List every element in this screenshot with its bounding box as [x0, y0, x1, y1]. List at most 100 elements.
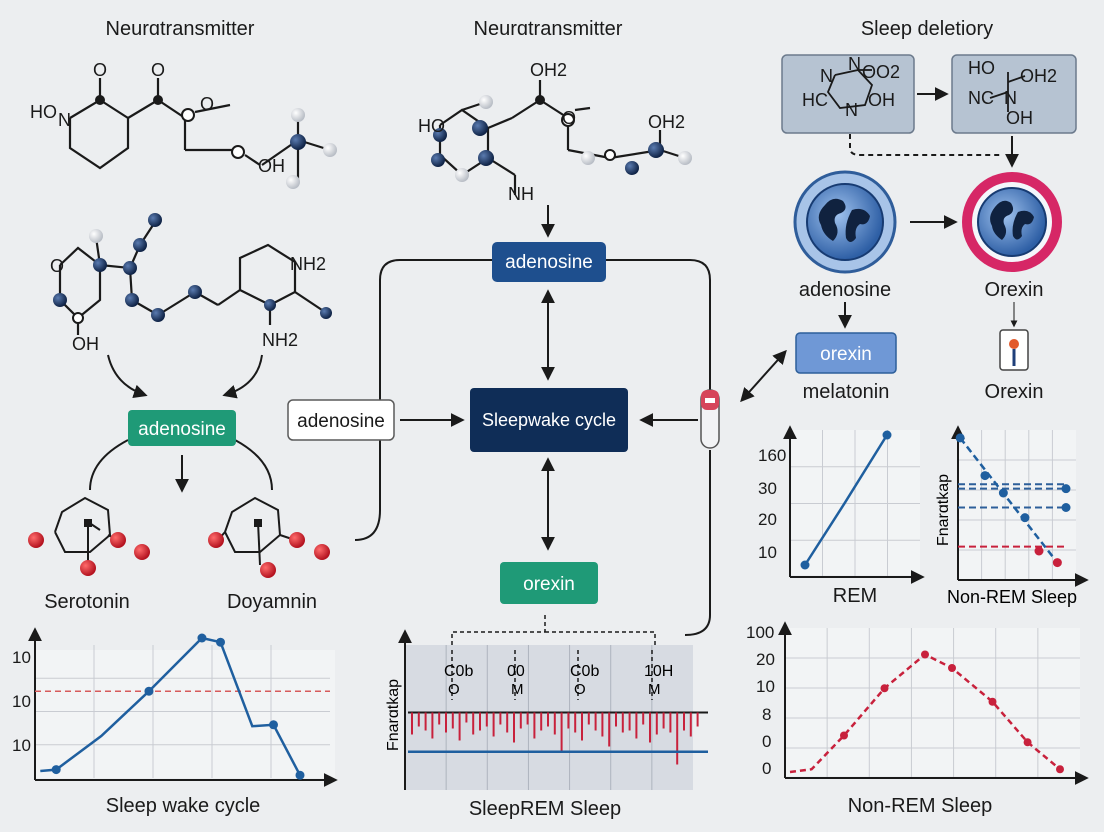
chart-data-point	[1061, 503, 1071, 512]
left-molecule-1-atoms: O O HO N O OH	[30, 60, 337, 189]
atom-label: OH2	[530, 60, 567, 80]
chart-data-point	[1023, 738, 1032, 747]
mid-adenosine-left-label: adenosine	[297, 411, 385, 432]
right-adenosine-label: adenosine	[799, 279, 891, 301]
header-middle: Neurɑtransmitter	[474, 18, 623, 40]
y-tick-label: 0	[762, 759, 771, 778]
chart-data-point	[988, 697, 997, 706]
atom-label: NC	[968, 88, 994, 108]
chart-y-label: Fnarɑtkap	[935, 474, 952, 546]
atom-label: HC	[802, 90, 828, 110]
column-sublabel: M	[648, 681, 661, 698]
chart-data-point	[197, 633, 207, 643]
atom-label: OH	[258, 156, 285, 176]
globe-icon	[962, 172, 1062, 272]
chart-non-rem-scatter: Fnarɑtkap Non-REM Sleep	[935, 425, 1089, 607]
chart-data-point	[216, 637, 225, 647]
middle-molecule-atoms: OH2 HO O OH2 NH	[418, 60, 692, 204]
chart-data-point	[269, 720, 278, 730]
serotonin-molecule	[28, 496, 150, 576]
mid-adenosine-top-node[interactable]: adenosine	[492, 242, 606, 282]
column-sublabel: O	[574, 681, 586, 698]
doyamnin-molecule	[208, 496, 330, 578]
chart-data-point	[800, 560, 810, 570]
column-sublabel: O	[448, 681, 460, 698]
chart-data-point	[980, 471, 990, 481]
mid-orexin-label: orexin	[523, 574, 575, 595]
atom-label: O	[200, 94, 214, 114]
y-tick-label: 20	[758, 510, 777, 529]
right-box-2[interactable]: HO OH2 NC N OH	[951, 54, 1077, 134]
mid-adenosine-top-label: adenosine	[505, 252, 593, 273]
chart-data-point	[295, 770, 305, 780]
sleepwake-label: Sleepwake cycle	[482, 410, 616, 430]
chart-data-point	[144, 686, 154, 696]
y-tick-label: 8	[762, 705, 771, 724]
atom-label: OH	[868, 90, 895, 110]
chart-sleep-wake: 10 10 10 Sleep wake cycle	[12, 627, 338, 817]
globe-icon	[793, 170, 897, 274]
melatonin-label: melatonin	[803, 381, 890, 403]
chart-x-label: Non-REM Sleep	[848, 795, 993, 817]
left-adenosine-node[interactable]: adenosine	[128, 410, 236, 446]
chart-data-point	[948, 664, 956, 672]
y-tick-label: 20	[756, 650, 775, 669]
column-label: C0b	[444, 663, 473, 680]
atom-label: OH	[72, 334, 99, 354]
column-label: 00	[507, 663, 525, 680]
y-tick-label: 10	[12, 692, 31, 711]
doyamnin-label: Doyamnin	[227, 591, 317, 613]
chart-x-label: SleepREM Sleep	[469, 798, 621, 820]
header-left: Neurɑtransmitter	[106, 18, 255, 40]
right-orexin-box-node[interactable]: orexin	[795, 332, 897, 374]
sleepwake-node[interactable]: Sleepwake cycle	[470, 388, 628, 452]
chart-data-point	[955, 433, 965, 443]
middle-connectors	[354, 205, 787, 636]
y-tick-label: 100	[746, 623, 774, 642]
chart-y-label: Fnarɑtkap	[385, 679, 402, 751]
atom-label: OO2	[862, 62, 900, 82]
chart-line-series	[803, 434, 889, 566]
atom-label: NH2	[290, 254, 326, 274]
right-orexin-box-label: orexin	[820, 344, 872, 365]
right-connectors	[838, 87, 1019, 329]
pin-icon	[999, 329, 1029, 371]
atom-label: O	[93, 60, 107, 80]
left-arrows	[89, 354, 273, 493]
chart-data-point	[998, 488, 1008, 498]
atom-label: O	[50, 256, 64, 276]
y-tick-label: 10	[758, 543, 777, 562]
serotonin-label: Serotonin	[44, 591, 130, 613]
chart-x-label: Non-REM Sleep	[947, 587, 1077, 607]
chart-x-label: Sleep wake cycle	[106, 795, 261, 817]
y-tick-label: 10	[756, 677, 775, 696]
header-right: Sleep deletiory	[861, 18, 993, 40]
chart-data-point	[1061, 484, 1071, 494]
vial-icon	[700, 389, 720, 449]
atom-label: O	[151, 60, 165, 80]
atom-label: N	[820, 66, 833, 86]
chart-data-point	[1052, 558, 1062, 568]
mid-adenosine-left-node[interactable]: adenosine	[287, 399, 395, 441]
y-tick-label: 10	[12, 736, 31, 755]
mid-orexin-node[interactable]: orexin	[500, 562, 598, 604]
atom-label: HO	[418, 116, 445, 136]
chart-data-point	[882, 430, 892, 440]
atom-label: NH	[508, 184, 534, 204]
column-label: 10H	[644, 663, 673, 680]
chart-rem: 160 30 20 10 REM	[758, 425, 925, 607]
left-molecule-2-atoms: O OH NH2 NH2	[50, 213, 332, 354]
left-adenosine-label: adenosine	[138, 419, 226, 440]
atom-label: N	[848, 54, 861, 74]
atom-label: N	[1004, 88, 1017, 108]
atom-label: HO	[30, 102, 57, 122]
y-tick-label: 160	[758, 446, 786, 465]
column-label: C0b	[570, 663, 599, 680]
atom-label: OH	[1006, 108, 1033, 128]
chart-data-point	[880, 684, 889, 693]
right-box-1[interactable]: N N OO2 HC N OH	[781, 54, 915, 134]
atom-label: O	[562, 108, 576, 128]
atom-label: OH2	[1020, 66, 1057, 86]
column-sublabel: M	[511, 681, 524, 698]
